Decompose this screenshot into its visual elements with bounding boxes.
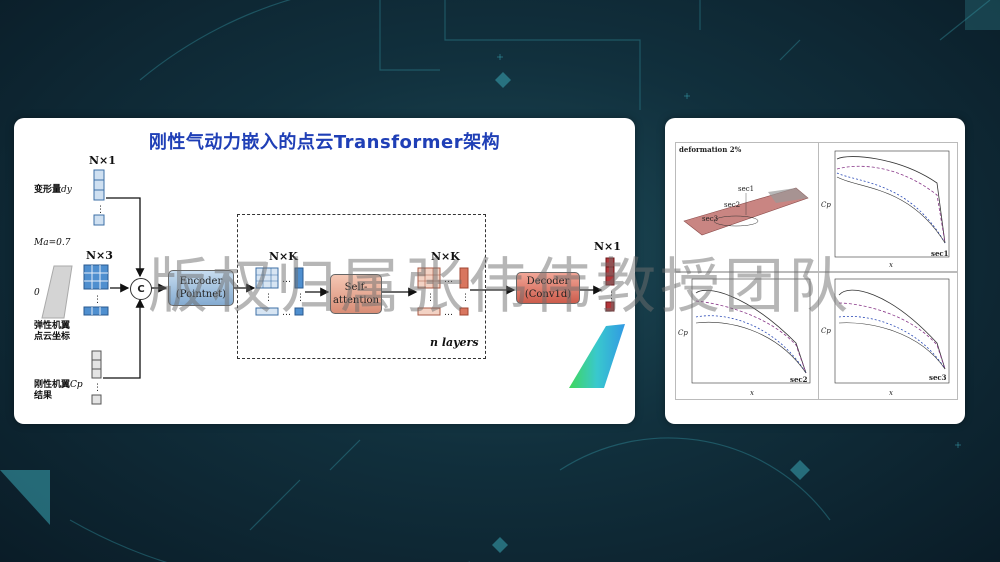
attention-line1: Self- xyxy=(344,282,368,293)
n-layers-label: n layers xyxy=(430,336,479,349)
wing-3d-figure xyxy=(683,187,809,236)
wing-sec2-label: sec2 xyxy=(724,201,741,209)
output-wing-contour xyxy=(569,324,625,388)
dim-label-n3: N×3 xyxy=(86,249,113,262)
arrow-deformation xyxy=(106,197,145,278)
feature-matrix-2: … ⋮ ⋮ … xyxy=(417,267,470,318)
elastic-label: 弹性机翼 点云坐标 xyxy=(34,321,70,343)
rigid-cp-vector: ⋮ xyxy=(91,350,102,405)
self-attention-block: Self- attention xyxy=(330,274,382,314)
transformer-layers-frame xyxy=(237,214,486,359)
sec1-xlabel: x xyxy=(889,261,893,269)
deform-label-text: 变形量 xyxy=(34,185,62,195)
rigid-label-line2: 结果 xyxy=(34,391,53,401)
svg-text:…: … xyxy=(444,275,453,285)
cp-curve-sec2 xyxy=(691,278,811,384)
encoder-line1: Encoder xyxy=(179,276,223,287)
sec2-label: sec2 xyxy=(790,375,808,384)
sec2-ylabel: Cp xyxy=(678,329,688,337)
sec3-xlabel: x xyxy=(889,389,893,397)
dim-label-n1-out: N×1 xyxy=(594,240,621,253)
cp-curve-sec3 xyxy=(834,278,950,384)
diagram-canvas: ⋮ ⋮ ⋮ xyxy=(41,169,625,405)
wing-sec3-label: sec3 xyxy=(702,215,719,223)
svg-text:…: … xyxy=(282,308,291,318)
decoder-line1: Decoder xyxy=(526,276,570,287)
dim-label-nk-2: N×K xyxy=(431,250,460,263)
svg-text:⋮: ⋮ xyxy=(607,291,616,301)
sec3-ylabel: Cp xyxy=(821,327,831,335)
rigid-var: Cp xyxy=(70,380,83,390)
rigid-label: 刚性机翼Cp 结果 xyxy=(34,376,83,402)
svg-text:⋮: ⋮ xyxy=(93,295,102,305)
cp-plot-sec3: Cp x sec3 xyxy=(818,272,958,400)
feature-matrix-1: … ⋮ ⋮ … xyxy=(255,267,305,318)
svg-text:⋮: ⋮ xyxy=(264,293,273,303)
decoder-block: Decoder (Conv1d) xyxy=(516,272,580,304)
sec2-xlabel: x xyxy=(750,389,754,397)
mach-label: Ma=0.7 xyxy=(34,238,71,248)
rigid-label-line1: 刚性机翼 xyxy=(34,380,71,390)
svg-text:…: … xyxy=(282,275,291,285)
sec3-label: sec3 xyxy=(929,373,947,382)
architecture-panel: 刚性气动力嵌入的点云Transformer架构 ⋮ ⋮ xyxy=(14,118,635,424)
svg-text:⋮: ⋮ xyxy=(461,293,470,303)
encoder-line2: (Pointnet) xyxy=(175,289,227,300)
deform-var: dy xyxy=(61,185,72,195)
svg-text:⋮: ⋮ xyxy=(426,293,435,303)
deformation-vector: ⋮ xyxy=(93,169,105,226)
output-vector: ⋮ xyxy=(605,257,616,312)
zero-label: 0 xyxy=(34,288,40,298)
svg-text:⋮: ⋮ xyxy=(93,383,102,393)
sec1-ylabel: Cp xyxy=(821,201,831,209)
dim-label-n1: N×1 xyxy=(89,154,116,167)
encoder-block: Encoder (Pointnet) xyxy=(168,270,234,306)
deformation-label: deformation 2% xyxy=(679,145,742,154)
cp-plot-sec1: Cp x sec1 xyxy=(818,142,958,272)
diagram-title: 刚性气动力嵌入的点云Transformer架构 xyxy=(148,132,501,153)
wing-3d-plot: deformation 2% sec1 sec2 sec3 xyxy=(675,142,819,272)
svg-text:…: … xyxy=(444,308,453,318)
arrow-rigid-cp xyxy=(103,298,145,379)
cp-plot-sec2: Cp x sec2 xyxy=(675,272,819,400)
svg-text:⋮: ⋮ xyxy=(296,293,305,303)
dim-label-nk-1: N×K xyxy=(269,250,298,263)
decoder-line2: (Conv1d) xyxy=(524,289,572,300)
results-panel: deformation 2% sec1 sec2 sec3 Cp x sec1 xyxy=(665,118,965,424)
concat-node: C xyxy=(130,278,152,300)
cp-curve-sec1 xyxy=(834,150,950,258)
elastic-label-line2: 点云坐标 xyxy=(34,332,71,342)
elastic-label-line1: 弹性机翼 xyxy=(34,321,71,331)
wing-sketch xyxy=(41,265,73,319)
point-coordinates-matrix: ⋮ xyxy=(83,264,109,316)
deform-label: 变形量dy xyxy=(34,182,72,195)
wing-sec1-label: sec1 xyxy=(738,185,755,193)
attention-line2: attention xyxy=(332,295,380,306)
sec1-label: sec1 xyxy=(931,249,949,258)
svg-text:⋮: ⋮ xyxy=(96,205,105,215)
